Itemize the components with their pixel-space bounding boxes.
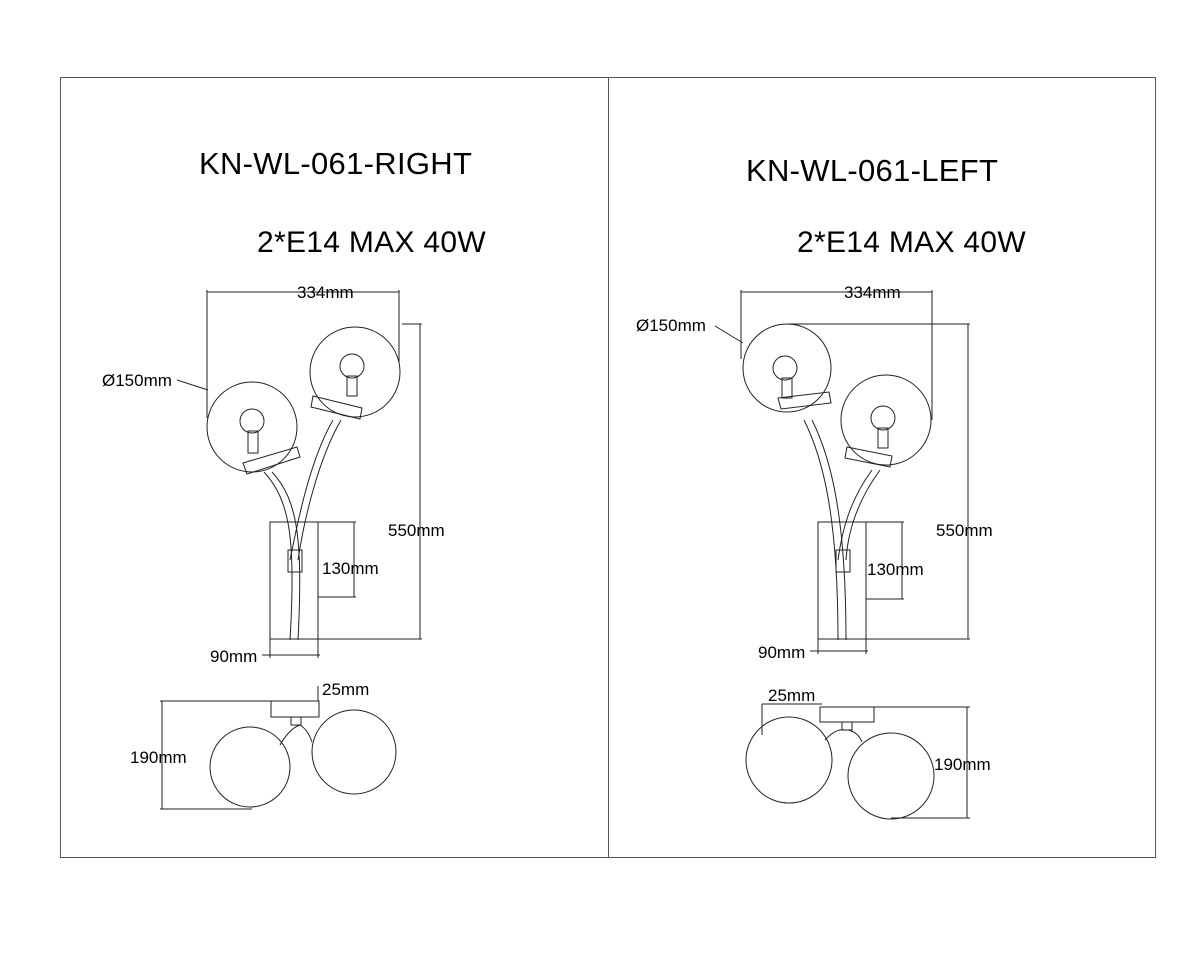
right-backplate-width-label: 90mm (210, 647, 258, 666)
left-top-backplate (820, 707, 874, 722)
right-socket-lower (248, 431, 258, 453)
right-holder-lower (243, 447, 300, 474)
left-globe-lower (841, 375, 931, 465)
left-backplate-height-label: 130mm (867, 560, 924, 579)
left-depth-label: 25mm (768, 686, 816, 705)
left-width-label: 334mm (844, 283, 901, 302)
left-globe-upper (743, 324, 831, 412)
right-top-globe-right (312, 710, 396, 794)
right-top-backplate (271, 701, 319, 717)
left-holder-upper (778, 392, 831, 409)
right-stem-lower-a (264, 472, 292, 640)
right-top-arm-a (280, 725, 300, 745)
right-stem-upper-a (290, 420, 333, 560)
right-diameter-label: Ø150mm (102, 371, 172, 390)
left-top-globe-right (848, 733, 934, 819)
panel-left-title: KN-WL-061-LEFT (746, 153, 999, 188)
left-top-globe-left (746, 717, 832, 803)
left-front-view (715, 290, 970, 654)
left-holder-lower (845, 447, 892, 467)
right-bulb-lower (240, 409, 264, 433)
right-backplate-clip (288, 550, 302, 572)
left-bulb-upper (773, 356, 797, 380)
right-stem-lower-b (272, 472, 300, 640)
right-socket-upper (347, 376, 357, 396)
panel-left-frame (608, 77, 1156, 858)
right-top-globe-left (210, 727, 290, 807)
left-socket-lower (878, 428, 888, 448)
left-stem-upper-b (812, 420, 846, 640)
left-backplate-clip (836, 550, 850, 572)
right-stem-upper-b (298, 420, 341, 560)
left-stem-lower-a (838, 470, 872, 560)
right-front-view (177, 290, 422, 658)
left-top-view (746, 704, 970, 819)
right-backplate-height-label: 130mm (322, 559, 379, 578)
right-projection-label: 190mm (130, 748, 187, 767)
left-backplate-width-label: 90mm (758, 643, 806, 662)
right-height-label: 550mm (388, 521, 445, 540)
left-top-mount (842, 722, 852, 730)
left-socket-upper (782, 378, 792, 398)
left-stem-lower-b (846, 470, 880, 560)
panel-right-title: KN-WL-061-RIGHT (199, 146, 473, 181)
left-backplate (818, 522, 866, 639)
right-holder-upper (311, 396, 362, 419)
right-globe-upper (310, 327, 400, 417)
left-bulb-lower (871, 406, 895, 430)
left-stem-upper-a (804, 420, 838, 640)
panel-right-spec: 2*E14 MAX 40W (257, 226, 487, 259)
right-width-label: 334mm (297, 283, 354, 302)
right-top-view (160, 686, 396, 809)
right-globe-lower (207, 382, 297, 472)
right-top-mount (291, 717, 301, 725)
right-top-arm-b (300, 725, 312, 742)
left-diameter-label: Ø150mm (636, 316, 706, 335)
right-bulb-upper (340, 354, 364, 378)
left-height-label: 550mm (936, 521, 993, 540)
right-diameter-leader (177, 380, 208, 390)
panel-left-spec: 2*E14 MAX 40W (797, 226, 1027, 259)
right-depth-label: 25mm (322, 680, 370, 699)
left-top-arm-a (825, 730, 845, 740)
left-top-arm-b (848, 730, 862, 742)
right-backplate (270, 522, 318, 639)
left-diameter-leader (715, 326, 743, 343)
left-projection-label: 190mm (934, 755, 991, 774)
